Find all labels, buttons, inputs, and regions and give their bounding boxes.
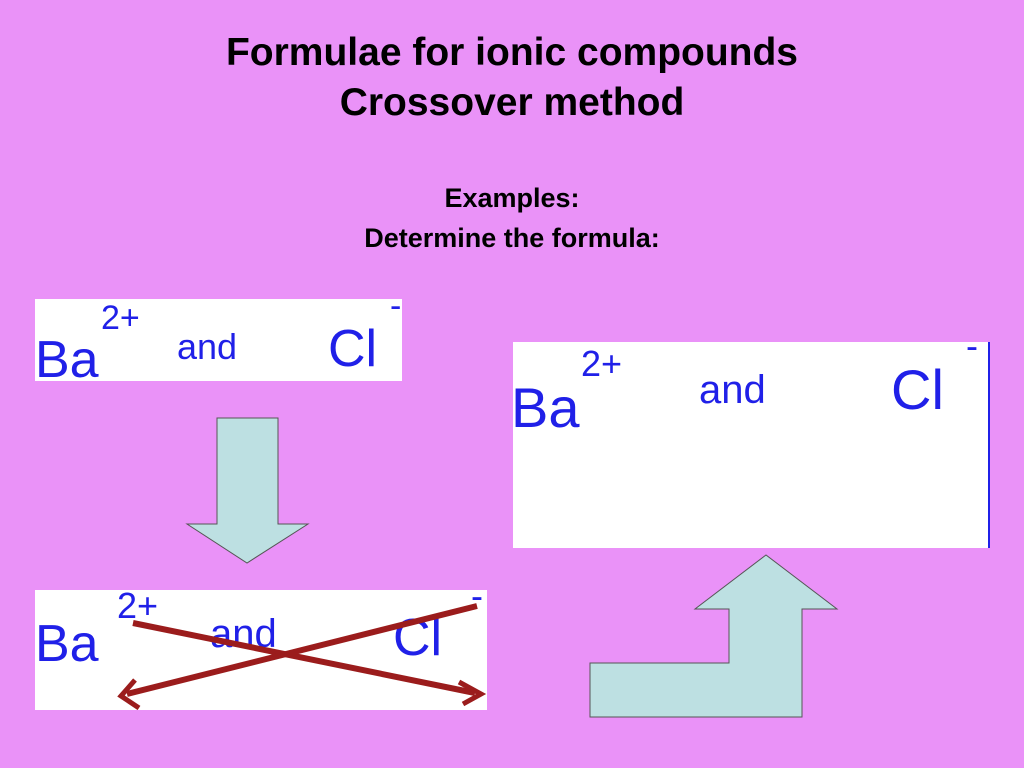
cation-charge: 2+ (101, 299, 140, 337)
cation-symbol: Ba (513, 376, 580, 439)
connector-text: and (699, 368, 766, 412)
ion-box-answer: Ba 2+ and Cl - (513, 342, 990, 548)
anion-charge: - (966, 342, 978, 366)
instruction-text: Determine the formula: (364, 223, 660, 253)
bent-up-arrow-icon (589, 554, 839, 718)
anion-symbol: Cl (328, 320, 378, 378)
slide-subtitle: Examples: Determine the formula: (0, 178, 1024, 258)
cation-charge: 2+ (581, 343, 623, 384)
slide-title: Formulae for ionic compounds Crossover m… (0, 28, 1024, 128)
crossover-arrows-icon (117, 603, 487, 710)
connector-text: and (177, 326, 238, 367)
title-line-1: Formulae for ionic compounds (225, 31, 799, 74)
cation-charge: 2+ (117, 590, 159, 626)
title-line-2: Crossover method (339, 81, 685, 124)
anion-symbol: Cl (891, 358, 944, 421)
anion-charge: - (390, 299, 402, 325)
ion-box-top-left: Ba 2+ and Cl - (35, 299, 402, 381)
ion-box-crossover: Ba 2+ and Cl - (35, 590, 487, 710)
examples-label: Examples: (444, 183, 580, 213)
down-arrow-icon (185, 417, 310, 564)
cation-symbol: Ba (35, 331, 99, 381)
cation-symbol: Ba (35, 615, 99, 673)
box-right-edge (988, 342, 990, 548)
